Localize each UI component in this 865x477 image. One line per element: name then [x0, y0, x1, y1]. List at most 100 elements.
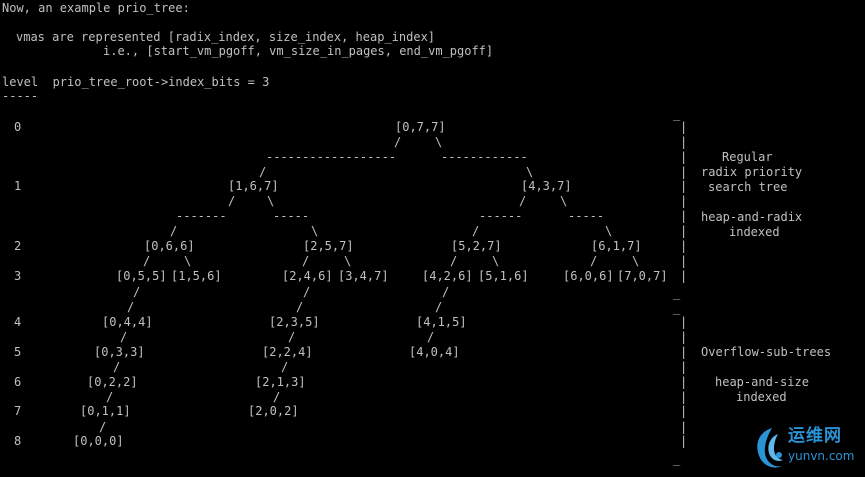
- level-label: 2: [14, 239, 22, 253]
- level-label: 8: [14, 434, 22, 448]
- bracket-bar: |: [680, 420, 688, 434]
- bracket-bar: |: [680, 135, 688, 149]
- tree-node: [1,5,6]: [171, 269, 222, 283]
- tree-edge: \: [492, 254, 500, 268]
- tree-edge: -----: [273, 209, 310, 223]
- tree-edge: /: [273, 390, 281, 404]
- tree-edge: /: [442, 285, 450, 299]
- tree-edge: /: [296, 300, 304, 314]
- annotation-heap-and-size: heap-and-size: [715, 375, 809, 389]
- tree-node: [4,0,4]: [409, 345, 460, 359]
- watermark-brand: 运维网: [788, 426, 842, 446]
- tree-edge: /: [450, 254, 458, 268]
- tree-node: [6,0,6]: [563, 269, 614, 283]
- tree-edge: /: [120, 330, 128, 344]
- tree-edge: \: [311, 224, 319, 238]
- tree-edge: /: [106, 390, 114, 404]
- annotation-search-tree: search tree: [708, 180, 788, 194]
- header-level-index-bits: level prio_tree_root->index_bits = 3: [2, 75, 270, 89]
- level-label: 0: [14, 120, 22, 134]
- bracket-bar: |: [680, 434, 688, 448]
- tree-edge: \: [560, 194, 568, 208]
- header-title: Now, an example prio_tree:: [2, 1, 190, 15]
- bracket-bar: |: [680, 375, 688, 389]
- bracket-bar: |: [680, 315, 688, 329]
- bracket-bar: |: [680, 345, 688, 359]
- tree-node: [7,0,7]: [617, 269, 668, 283]
- tree-edge: /: [519, 194, 527, 208]
- bracket-bar: |: [680, 254, 688, 268]
- tree-edge: ------------: [441, 150, 528, 164]
- bracket-bar: |: [680, 330, 688, 344]
- bracket-tick: _: [673, 301, 681, 315]
- level-label: 6: [14, 375, 22, 389]
- tree-edge: /: [302, 254, 310, 268]
- tree-node: [2,1,3]: [255, 375, 306, 389]
- tree-node: [5,1,6]: [478, 269, 529, 283]
- tree-edge: \: [605, 224, 613, 238]
- bracket-bar: |: [680, 120, 688, 134]
- header-representation-detail: i.e., [start_vm_pgoff, vm_size_in_pages,…: [103, 44, 494, 58]
- bracket-bar: |: [680, 179, 688, 193]
- tree-edge: /: [303, 285, 311, 299]
- watermark-domain: yunvn.com: [788, 449, 855, 463]
- header-representation: vmas are represented [radix_index, size_…: [16, 30, 436, 44]
- tree-node: [5,2,7]: [451, 239, 502, 253]
- tree-edge: /: [259, 165, 267, 179]
- annotation-heap-and-radix: heap-and-radix: [701, 210, 803, 224]
- tree-edge: /: [127, 300, 135, 314]
- tree-edge: ------: [479, 209, 523, 223]
- annotation-indexed: indexed: [729, 225, 780, 239]
- tree-node: [0,0,0]: [73, 434, 124, 448]
- bracket-tick: _: [673, 107, 681, 121]
- tree-node: [4,3,7]: [521, 179, 572, 193]
- tree-edge: /: [228, 194, 236, 208]
- bracket-bar: |: [680, 390, 688, 404]
- tree-node: [1,6,7]: [228, 179, 279, 193]
- tree-edge: /: [99, 420, 107, 434]
- bracket-bar: |: [680, 404, 688, 418]
- level-label: 3: [14, 269, 22, 283]
- annotation-radix-priority: radix priority: [701, 165, 803, 179]
- tree-node: [2,5,7]: [303, 239, 354, 253]
- tree-edge: /: [281, 360, 289, 374]
- tree-edge: \: [184, 254, 192, 268]
- bracket-bar: |: [680, 150, 688, 164]
- tree-edge: ------------------: [266, 150, 397, 164]
- tree-edge: /: [288, 330, 296, 344]
- tree-edge: /: [133, 285, 141, 299]
- tree-node: [0,6,6]: [144, 239, 195, 253]
- tree-edge: /: [472, 224, 480, 238]
- tree-edge: -----: [568, 209, 605, 223]
- tree-edge: \: [344, 254, 352, 268]
- tree-node: [6,1,7]: [591, 239, 642, 253]
- bracket-bar: |: [680, 269, 688, 283]
- tree-edge: \: [267, 194, 275, 208]
- annotation-indexed: indexed: [736, 390, 787, 404]
- level-label: 7: [14, 404, 22, 418]
- bracket-tick: _: [673, 452, 681, 466]
- tree-node: [0,2,2]: [87, 375, 138, 389]
- tree-edge: \: [632, 254, 640, 268]
- tree-node: [0,1,1]: [80, 404, 131, 418]
- tree-node: [2,2,4]: [262, 345, 313, 359]
- annotation-regular: Regular: [722, 150, 773, 164]
- header-underline: -----: [2, 89, 39, 103]
- bracket-bar: |: [680, 224, 688, 238]
- swirl-logo-icon: [757, 428, 783, 468]
- tree-edge: /: [143, 254, 151, 268]
- tree-edge: /: [435, 300, 443, 314]
- level-label: 4: [14, 315, 22, 329]
- tree-node: [2,0,2]: [248, 404, 299, 418]
- tree-edge: \: [526, 165, 534, 179]
- tree-node: [4,1,5]: [416, 315, 467, 329]
- tree-edge: /: [170, 224, 178, 238]
- bracket-bar: |: [680, 209, 688, 223]
- bracket-bar: |: [680, 194, 688, 208]
- bracket-bar: |: [680, 165, 688, 179]
- tree-node: [0,7,7]: [395, 120, 446, 134]
- annotation-overflow-sub-trees: Overflow-sub-trees: [701, 345, 832, 359]
- tree-edge: /: [590, 254, 598, 268]
- tree-node: [3,4,7]: [338, 269, 389, 283]
